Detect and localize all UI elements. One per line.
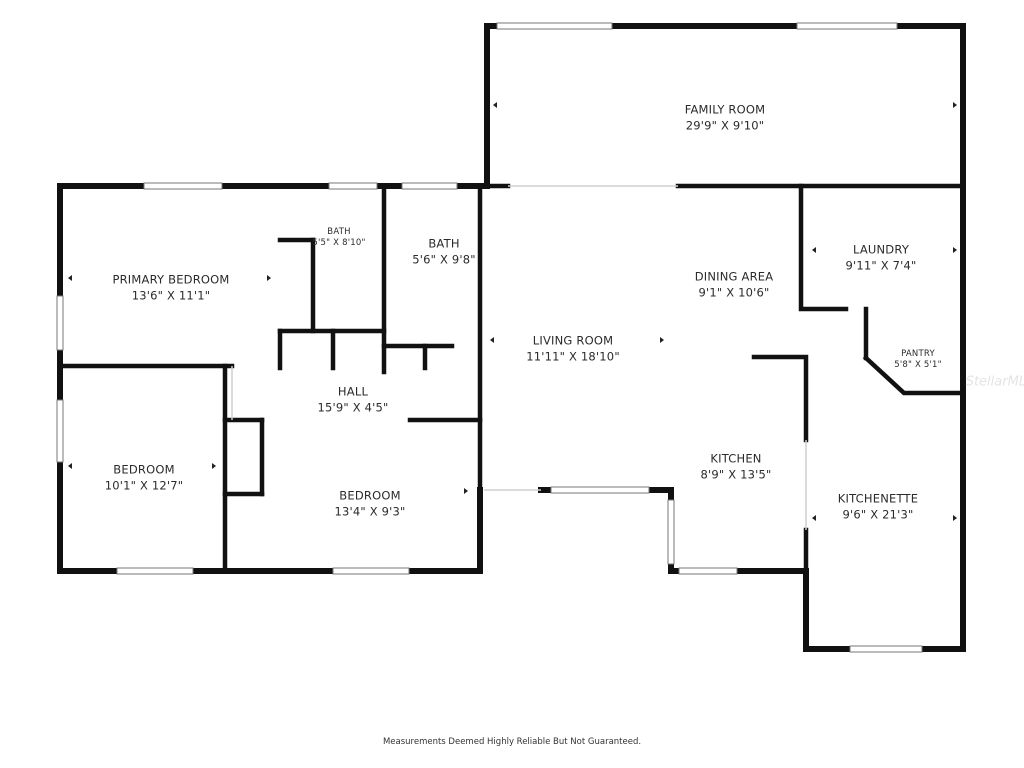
room-dimensions: 15'9" X 4'5": [317, 400, 389, 414]
pantry-diag: [862, 354, 966, 396]
window: [116, 567, 194, 575]
room-name: BEDROOM: [113, 462, 175, 477]
window: [496, 22, 613, 30]
room-dimensions: 10'1" X 12'7": [104, 478, 184, 492]
room-dimensions: 5'6" X 9'8": [412, 252, 476, 266]
room-dimensions: 9'11" X 7'4": [845, 258, 917, 272]
window: [56, 399, 64, 463]
window: [550, 486, 650, 494]
primary-bath-label: BATH 5'5" X 8'10": [312, 227, 365, 249]
living-room-label: LIVING ROOM 11'11" X 18'10": [526, 333, 620, 364]
window: [143, 182, 223, 190]
window: [332, 567, 410, 575]
room-name: PRIMARY BEDROOM: [112, 272, 230, 287]
kitchen-wall: [668, 487, 809, 574]
kitchen-label: KITCHEN 8'9" X 13'5": [700, 451, 771, 482]
kitchenette-label: KITCHENETTE 9'6" X 21'3": [838, 491, 918, 522]
room-dimensions: 8'9" X 13'5": [700, 467, 772, 481]
pantry-label: PANTRY 5'8" X 5'1": [894, 349, 942, 371]
laundry-wall: [798, 183, 849, 312]
room-name: DINING AREA: [694, 269, 774, 284]
window: [401, 182, 458, 190]
window: [56, 295, 64, 351]
room-dimensions: 11'11" X 18'10": [526, 349, 620, 363]
window: [667, 499, 675, 565]
kitchen-divider-wall: [751, 354, 809, 443]
window: [796, 22, 898, 30]
dining-area-label: DINING AREA 9'1" X 10'6": [695, 269, 774, 300]
window: [849, 645, 923, 653]
watermark: StellarMLS: [965, 374, 1024, 390]
room-dimensions: 13'4" X 9'3": [334, 504, 406, 518]
room-name: PANTRY: [901, 348, 935, 359]
room-dimensions: 29'9" X 9'10": [685, 118, 765, 132]
exterior-walls: [57, 23, 966, 652]
room-name: BATH: [428, 236, 460, 251]
family-room-wall: [484, 23, 966, 191]
room-name: BEDROOM: [339, 488, 401, 503]
bedroom-left-label: BEDROOM 10'1" X 12'7": [105, 462, 184, 493]
room-dimensions: 13'6" X 11'1": [131, 288, 211, 302]
room-name: KITCHEN: [710, 451, 762, 466]
hall-bath-label: BATH 5'6" X 9'8": [412, 236, 476, 267]
hall-label: HALL 15'9" X 4'5": [317, 384, 388, 415]
room-dimensions: 5'8" X 5'1": [894, 360, 942, 370]
room-name: KITCHENETTE: [837, 491, 919, 506]
family-room-label: FAMILY ROOM 29'9" X 9'10": [685, 102, 766, 133]
south-wall: [57, 183, 490, 574]
room-name: FAMILY ROOM: [684, 102, 766, 117]
interior-walls: [57, 183, 966, 574]
room-name: LIVING ROOM: [532, 333, 614, 348]
laundry-label: LAUNDRY 9'11" X 7'4": [845, 242, 916, 273]
room-name: LAUNDRY: [852, 242, 910, 257]
room-name: HALL: [337, 384, 369, 399]
window: [678, 567, 738, 575]
room-name: BATH: [327, 226, 351, 237]
primary-bedroom-label: PRIMARY BEDROOM 13'6" X 11'1": [112, 272, 229, 303]
window: [328, 182, 378, 190]
windows: [56, 22, 923, 653]
openings: [231, 185, 807, 530]
room-dimensions: 9'1" X 10'6": [698, 285, 770, 299]
room-dimensions: 5'5" X 8'10": [312, 238, 366, 248]
disclaimer-note: Measurements Deemed Highly Reliable But …: [382, 737, 642, 747]
dimension-ticks: [68, 102, 957, 521]
room-dimensions: 9'6" X 21'3": [842, 507, 914, 521]
bedroom-middle-label: BEDROOM 13'4" X 9'3": [334, 488, 405, 519]
